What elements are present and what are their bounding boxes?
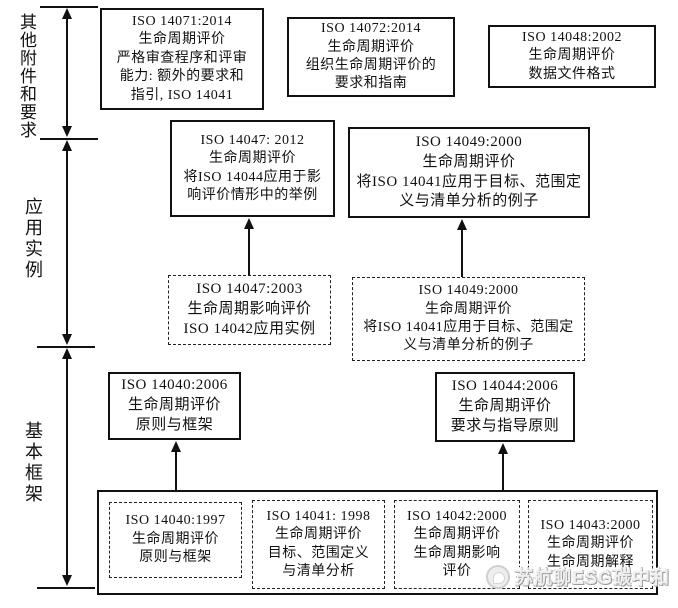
box-line: 将ISO 14044应用于影 <box>183 169 322 185</box>
watermark-text: 苏航聊ESG碳中和 <box>515 568 671 588</box>
box-line: 生命周期评价 <box>132 531 219 547</box>
box-line: ISO 14040:2006 <box>121 377 228 394</box>
arrow-up-icon <box>244 218 254 229</box>
connector-arrow-container-to-14040-2006 <box>170 441 182 490</box>
box-line: 数据文件格式 <box>528 66 616 82</box>
box-line: 生命周期影响评价 <box>187 301 312 318</box>
box-line: 响评价情形中的举例 <box>187 187 318 203</box>
rail-tick-3 <box>37 346 95 348</box>
box-iso14047-2012: ISO 14047: 2012 生命周期评价 将ISO 14044应用于影 响评… <box>170 120 335 217</box>
box-line: 能力: 额外的要求和 <box>119 69 245 85</box>
arrow-down-icon <box>62 575 72 586</box>
box-line: ISO 14071:2014 <box>132 13 232 29</box>
connector-arrow-14047-2003-to-14047-2012 <box>243 218 255 275</box>
rail-double-arrow-application-examples <box>61 140 73 345</box>
arrow-up-icon <box>62 348 72 359</box>
box-line: 将ISO 14041应用于目标、范围定 <box>356 173 582 190</box>
box-line: 生命周期评价 <box>413 527 501 543</box>
rail-double-arrow-basic-framework <box>61 348 73 586</box>
section-label-other-annexes-requirements: 其他附件和要求 <box>17 13 36 139</box>
connector-arrow-14049-dashed-to-14049 <box>456 219 468 277</box>
box-line: 要求和指南 <box>334 76 408 92</box>
box-line: 义与清单分析的例子 <box>403 338 534 354</box>
rail-tick-2 <box>40 138 98 140</box>
box-line: 生命周期评价 <box>547 536 634 552</box>
box-iso14043-2000-dashed: ISO 14043:2000 生命周期评价 生命周期解释 <box>528 500 653 589</box>
arrow-up-icon <box>62 8 72 19</box>
connector-arrow-container-to-14044-2006 <box>497 443 509 490</box>
box-line: ISO 14041: 1998 <box>266 508 371 524</box>
container-basic-framework-1997-2000: ISO 14040:1997 生命周期评价 原则与框架 ISO 14041: 1… <box>97 490 658 595</box>
box-iso14049-2000-dashed: ISO 14049:2000 生命周期评价 将ISO 14041应用于目标、范围… <box>352 277 585 361</box>
box-line: 原则与框架 <box>139 550 212 566</box>
arrow-up-icon <box>498 443 508 454</box>
box-line: 将ISO 14041应用于目标、范围定 <box>363 320 574 335</box>
box-iso14047-2003-dashed: ISO 14047:2003 生命周期影响评价 ISO 14042应用实例 <box>168 275 331 345</box>
box-line: 评价 <box>442 563 472 579</box>
box-iso14044-2006: ISO 14044:2006 生命周期评价 要求与指导原则 <box>435 372 575 442</box>
box-line: 生命周期评价 <box>422 153 516 170</box>
box-line: ISO 14043:2000 <box>540 517 641 533</box>
box-line: 义与清单分析的例子 <box>399 193 539 210</box>
box-line: ISO 14049:2000 <box>418 283 519 299</box>
box-line: 目标、范围定义 <box>267 545 370 561</box>
box-line: ISO 14072:2014 <box>321 21 421 37</box>
box-line: ISO 14040:1997 <box>125 513 226 529</box>
box-line: 组织生命周期评价的 <box>305 58 437 73</box>
arrow-up-icon <box>457 219 467 230</box>
box-line: 生命周期评价 <box>138 32 226 48</box>
box-line: 生命周期解释 <box>547 554 634 570</box>
box-line: 生命周期评价 <box>458 398 552 415</box>
box-line: ISO 14044:2006 <box>451 378 559 395</box>
box-iso14041-1998-dashed: ISO 14041: 1998 生命周期评价 目标、范围定义 与清单分析 <box>252 500 385 589</box>
box-iso14072-2014: ISO 14072:2014 生命周期评价 组织生命周期评价的 要求和指南 <box>287 17 455 97</box>
box-line: ISO 14042:2000 <box>407 508 507 524</box>
rail-tick-top <box>40 6 98 8</box>
box-line: 生命周期评价 <box>127 397 221 414</box>
box-iso14071-2014: ISO 14071:2014 生命周期评价 严格审查程序和评审 能力: 额外的要… <box>100 8 264 110</box>
box-line: 生命周期评价 <box>528 48 616 64</box>
section-label-application-examples: 应用实例 <box>23 197 43 281</box>
box-line: 原则与框架 <box>135 416 214 433</box>
watermark-logo-icon <box>486 565 510 589</box>
box-line: 生命周期评价 <box>275 527 362 543</box>
box-line: ISO 14042应用实例 <box>183 320 316 337</box>
box-line: 指引, ISO 14041 <box>130 87 234 103</box>
box-iso14040-2006: ISO 14040:2006 生命周期评价 原则与框架 <box>108 372 241 440</box>
box-line: 生命周期评价 <box>327 39 415 55</box>
box-line: 与清单分析 <box>282 563 355 579</box>
box-line: ISO 14048:2002 <box>522 29 622 45</box>
rail-tick-bottom <box>37 587 95 589</box>
arrow-down-icon <box>62 126 72 137</box>
box-line: 生命周期评价 <box>425 301 512 317</box>
box-line: ISO 14047: 2012 <box>200 132 305 148</box>
box-iso14049-2000: ISO 14049:2000 生命周期评价 将ISO 14041应用于目标、范围… <box>348 127 590 218</box>
rail-double-arrow-other-requirements <box>61 8 73 137</box>
box-line: 生命周期评价 <box>209 151 296 167</box>
box-iso14048-2002: ISO 14048:2002 生命周期评价 数据文件格式 <box>488 25 656 88</box>
box-line: 要求与指导原则 <box>450 417 560 434</box>
section-label-basic-framework: 基本框架 <box>23 421 43 505</box>
box-line: 严格审查程序和评审 <box>116 50 248 66</box>
arrow-up-icon <box>62 140 72 151</box>
arrow-down-icon <box>62 334 72 345</box>
box-line: ISO 14049:2000 <box>415 133 523 150</box>
arrow-up-icon <box>171 441 181 452</box>
watermark: 苏航聊ESG碳中和 <box>486 564 670 590</box>
box-line: ISO 14047:2003 <box>196 281 303 298</box>
box-line: 生命周期影响 <box>413 545 501 561</box>
box-iso14040-1997-dashed: ISO 14040:1997 生命周期评价 原则与框架 <box>109 502 242 578</box>
